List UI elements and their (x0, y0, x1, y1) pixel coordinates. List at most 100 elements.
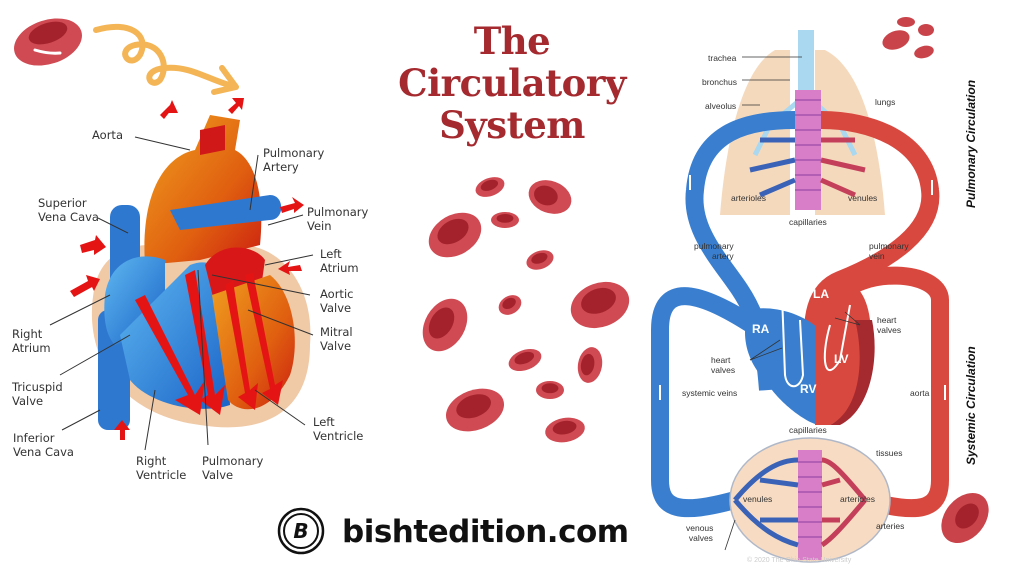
blood-cell-bottom-right (941, 492, 989, 544)
pulmonary-circulation-heading: Pulmonary Circulation (964, 79, 978, 208)
label-line: Vein (307, 219, 332, 233)
label-line: Aortic (320, 287, 354, 301)
swirl-arrow-icon (93, 23, 235, 89)
aorta-vessel (827, 266, 949, 518)
label-line: Right (136, 454, 167, 468)
label-line: Left (320, 247, 342, 261)
red-blood-cell-icon (528, 180, 572, 214)
label-ra: RA (752, 322, 770, 336)
red-blood-cell-icon (577, 347, 603, 383)
red-blood-cell-icon (508, 348, 542, 372)
aorta (144, 115, 262, 265)
label-line: Pulmonary (263, 146, 325, 160)
label-aorta: Aorta (92, 128, 123, 142)
label-line: Valve (12, 394, 44, 408)
label-line: Valve (320, 339, 352, 353)
label-line: Vena Cava (38, 210, 99, 224)
title-line-1: The (473, 19, 551, 63)
label-venous-valves: venous valves (686, 523, 713, 543)
title-line-3: System (439, 103, 585, 147)
red-blood-cell-icon (498, 295, 522, 315)
blood-cells-cluster (422, 177, 630, 443)
label-line: Pulmonary (202, 454, 264, 468)
label-arteries: arteries (876, 521, 905, 531)
label-line: Ventricle (313, 429, 364, 443)
red-blood-cell-icon (475, 177, 505, 197)
label-line: heart (711, 355, 731, 365)
label-capillaries-top: capillaries (789, 217, 827, 227)
label-line: pulmonary (869, 241, 909, 251)
credit: © 2020 The Ohio State University (747, 556, 852, 564)
label-bronchus: bronchus (702, 77, 737, 87)
trachea (798, 30, 814, 100)
label-line: Atrium (12, 341, 51, 355)
red-blood-cell-icon (14, 18, 82, 66)
label-line: Artery (263, 160, 299, 174)
red-blood-cell-icon (570, 281, 630, 329)
title-line-2: Circulatory (398, 61, 626, 105)
capillaries-bottom (798, 450, 822, 560)
label-line: Valve (320, 301, 352, 315)
logo-icon: B (277, 507, 325, 555)
label-la: LA (813, 287, 829, 301)
brand-name: bishtedition.com (342, 514, 629, 550)
red-blood-cell-icon (536, 381, 564, 399)
red-blood-cell-icon (422, 298, 468, 352)
label-capillaries-bottom: capillaries (789, 425, 827, 435)
label-lv: LV (834, 352, 849, 366)
label-line: heart (877, 315, 897, 325)
label-systemic-veins: systemic veins (682, 388, 738, 398)
label-line: Ventricle (136, 468, 187, 482)
pulmonary-artery (170, 195, 282, 230)
label-aorta: aorta (910, 388, 930, 398)
brand-logo: B (276, 506, 326, 556)
label-line: Pulmonary (307, 205, 369, 219)
label-line: artery (711, 251, 734, 261)
label-line: Valve (202, 468, 234, 482)
heart-diagram (49, 98, 314, 451)
label-alveolus: alveolus (705, 101, 737, 111)
flow-arrows (659, 175, 946, 400)
label-line: valves (688, 533, 713, 543)
right-ventricle (120, 262, 230, 409)
blood-cells-top-right (882, 17, 934, 59)
blood-flow-arrows (70, 98, 304, 440)
logo-letter: B (293, 519, 308, 543)
circulation-diagram: © 2020 The Ohio State University (651, 30, 949, 564)
label-trachea: trachea (708, 53, 737, 63)
label-line: Atrium (320, 261, 359, 275)
label-line: Left (313, 415, 335, 429)
label-line: Vena Cava (13, 445, 74, 459)
label-line: Superior (38, 196, 87, 210)
red-blood-cell-icon (491, 212, 519, 228)
red-blood-cell-icon (545, 417, 585, 443)
red-blood-cell-icon (526, 250, 554, 270)
label-line: Tricuspid (12, 380, 63, 394)
label-line: pulmonary (694, 241, 734, 251)
label-line: valves (877, 325, 902, 335)
capillaries-top (795, 90, 821, 210)
decoration-top-left (14, 18, 239, 95)
systemic-circulation-heading: Systemic Circulation (964, 346, 978, 465)
red-blood-cell-icon (445, 388, 505, 432)
label-line: Mitral (320, 325, 353, 339)
label-arterioles-bottom: arterioles (840, 494, 875, 504)
label-line: vein (869, 251, 885, 261)
label-line: Right (12, 327, 43, 341)
label-lungs: lungs (875, 97, 896, 107)
systemic-veins-vessel (651, 287, 765, 518)
label-line: valves (711, 365, 736, 375)
label-line: Inferior (13, 431, 55, 445)
label-venules-bottom: venules (743, 494, 773, 504)
